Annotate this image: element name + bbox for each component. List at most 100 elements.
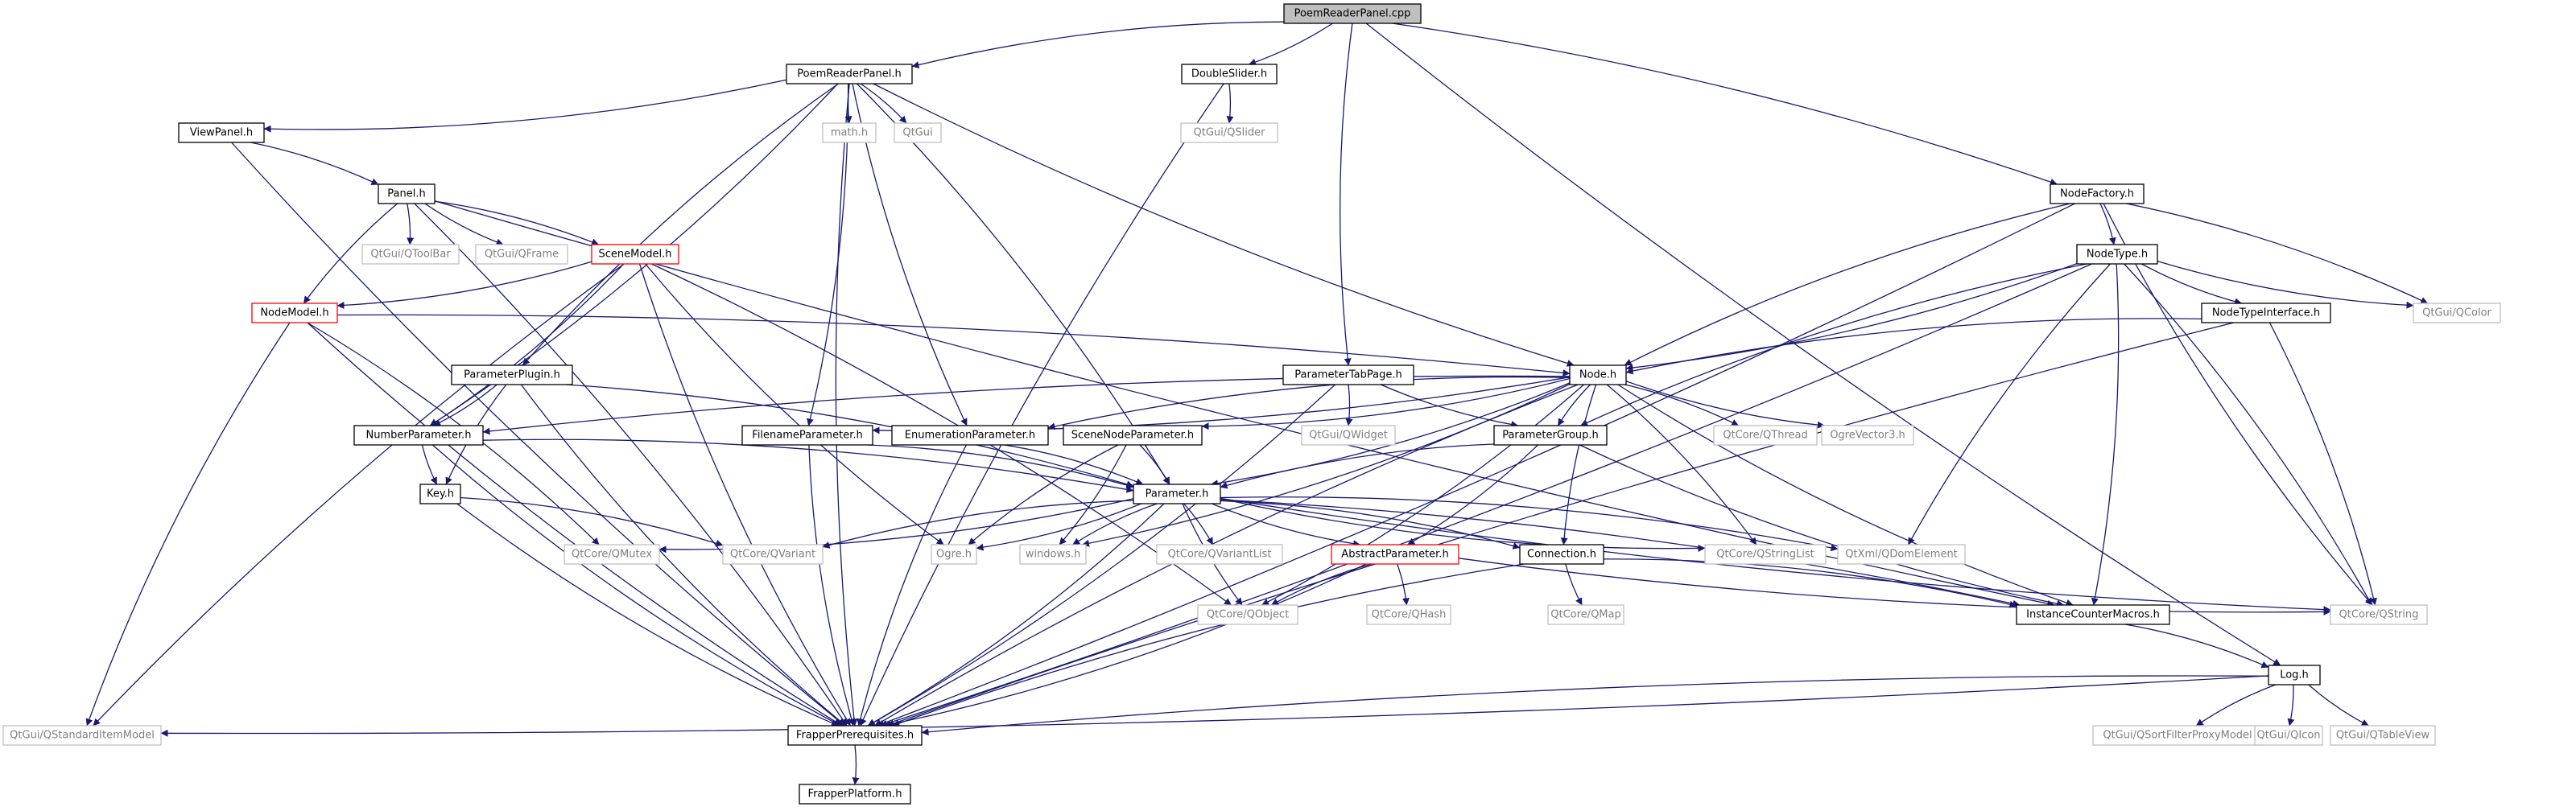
edge-ParameterPlugin_h-to-FrapperPrerequisites_h	[520, 384, 847, 727]
node-label: FrapperPrerequisites.h	[796, 730, 914, 742]
node-OgreVector3_h[interactable]: OgreVector3.h	[1821, 425, 1914, 446]
node-box	[475, 244, 568, 265]
node-QString[interactable]: QtCore/QString	[2330, 604, 2428, 625]
node-label: NodeFactory.h	[2060, 188, 2134, 200]
node-FilenameParameter_h[interactable]: FilenameParameter.h	[741, 425, 873, 446]
node-QMutex[interactable]: QtCore/QMutex	[564, 544, 660, 565]
node-FrapperPlatform_h[interactable]: FrapperPlatform.h	[799, 784, 911, 805]
edge-NodeType_h-to-QDomElement	[1908, 263, 2111, 545]
node-EnumerationParameter_h[interactable]: EnumerationParameter.h	[891, 425, 1049, 446]
node-box	[1366, 604, 1451, 625]
node-PoemReaderPanel_cpp[interactable]: PoemReaderPanel.cpp	[1283, 3, 1422, 24]
node-box	[1704, 544, 1827, 565]
node-label: NodeTypeInterface.h	[2212, 307, 2320, 319]
node-QVariant[interactable]: QtCore/QVariant	[722, 544, 824, 565]
node-QSortFilterProxyModel[interactable]: QtGui/QSortFilterProxyModel	[2092, 725, 2263, 746]
edge-AbstractParameter_h-to-QHash	[1397, 563, 1410, 606]
node-QtGui[interactable]: QtGui	[894, 122, 942, 143]
edge-Log_h-to-QTableView	[2308, 684, 2369, 727]
node-Log_h[interactable]: Log.h	[2268, 665, 2321, 685]
node-label: QtGui/QSortFilterProxyModel	[2103, 730, 2252, 742]
edge-SceneModel_h-to-Ogre_h	[645, 263, 944, 545]
edge-SceneModel_h-to-QObject	[651, 263, 1232, 606]
node-PoemReaderPanel_h[interactable]: PoemReaderPanel.h	[786, 64, 913, 84]
node-box	[1197, 604, 1298, 625]
node-InstanceCounterMacros_h[interactable]: InstanceCounterMacros.h	[2016, 604, 2170, 625]
node-QFrame[interactable]: QtGui/QFrame	[475, 244, 568, 265]
edge-Key_h-to-FrapperPrerequisites_h	[456, 503, 839, 727]
node-NodeType_h[interactable]: NodeType.h	[2076, 244, 2158, 265]
node-box	[2050, 183, 2145, 204]
edge-Node_h-to-QStringList	[1606, 384, 1757, 545]
node-box	[722, 544, 824, 565]
edge-PoemReaderPanel_cpp-to-PoemReaderPanel_h	[911, 21, 1285, 68]
node-QThread[interactable]: QtCore/QThread	[1713, 425, 1818, 446]
node-DoubleSlider_h[interactable]: DoubleSlider.h	[1181, 64, 1278, 84]
node-Key_h[interactable]: Key.h	[419, 484, 461, 504]
node-QWidget[interactable]: QtGui/QWidget	[1301, 425, 1396, 446]
node-QMap[interactable]: QtCore/QMap	[1547, 604, 1624, 625]
node-Ogre_h[interactable]: Ogre.h	[931, 544, 977, 565]
edge-NodeModel_h-to-Node_h	[336, 314, 1571, 377]
edge-NodeTypeInterface_h-to-QString	[2268, 322, 2377, 606]
node-QStringList[interactable]: QtCore/QStringList	[1704, 544, 1827, 565]
node-label: QtCore/QObject	[1207, 609, 1289, 621]
edge-Node_h-to-ParameterGroup_h	[1557, 384, 1591, 426]
edge-Node_h-to-InstanceCounterMacros_h	[1617, 384, 2074, 607]
node-SceneNodeParameter_h[interactable]: SceneNodeParameter.h	[1063, 425, 1203, 446]
edge-NodeModel_h-to-QStandardItemModel	[85, 322, 291, 727]
node-Connection_h[interactable]: Connection.h	[1519, 544, 1604, 565]
edge-Node_h-to-QThread	[1624, 384, 1740, 426]
node-box	[1019, 544, 1087, 565]
edge-NodeModel_h-to-QMutex	[307, 322, 600, 545]
node-QStandardItemModel[interactable]: QtGui/QStandardItemModel	[2, 725, 162, 746]
node-label: QtGui/QIcon	[2256, 730, 2320, 742]
node-label: OgreVector3.h	[1830, 430, 1905, 442]
node-FrapperPrerequisites_h[interactable]: FrapperPrerequisites.h	[787, 725, 923, 746]
edge-NodeType_h-to-ParameterGroup_h	[1580, 263, 2087, 426]
node-SceneModel_h[interactable]: SceneModel.h	[591, 244, 679, 265]
edge-Panel_h-to-QToolBar	[407, 203, 415, 245]
node-NodeTypeInterface_h[interactable]: NodeTypeInterface.h	[2201, 303, 2331, 323]
node-AbstractParameter_h[interactable]: AbstractParameter.h	[1331, 544, 1459, 565]
node-QVariantList[interactable]: QtCore/QVariantList	[1156, 544, 1283, 565]
edge-ParameterTabPage_h-to-QWidget	[1345, 384, 1353, 426]
node-Panel_h[interactable]: Panel.h	[378, 183, 436, 204]
node-math_h[interactable]: math.h	[822, 122, 877, 143]
edge-NumberParameter_h-to-FrapperPrerequisites_h	[431, 444, 841, 727]
node-QIcon[interactable]: QtGui/QIcon	[2254, 725, 2323, 746]
node-QObject[interactable]: QtCore/QObject	[1197, 604, 1298, 625]
node-QColor[interactable]: QtGui/QColor	[2413, 303, 2501, 323]
node-QHash[interactable]: QtCore/QHash	[1366, 604, 1451, 625]
node-QSlider[interactable]: QtGui/QSlider	[1180, 122, 1278, 143]
node-ParameterGroup_h[interactable]: ParameterGroup.h	[1493, 425, 1608, 446]
node-Parameter_h[interactable]: Parameter.h	[1133, 484, 1221, 504]
node-box	[378, 183, 436, 204]
node-box	[2, 725, 162, 746]
edge-ParameterTabPage_h-to-FrapperPrerequisites_h	[868, 384, 1336, 727]
node-QTableView[interactable]: QtGui/QTableView	[2330, 725, 2436, 746]
node-box	[1282, 364, 1414, 385]
node-label: QtCore/QString	[2339, 609, 2419, 621]
edge-Node_h-to-windows_h	[1081, 383, 1571, 547]
node-NodeFactory_h[interactable]: NodeFactory.h	[2050, 183, 2145, 204]
node-ParameterPlugin_h[interactable]: ParameterPlugin.h	[451, 364, 573, 385]
node-ParameterTabPage_h[interactable]: ParameterTabPage.h	[1282, 364, 1414, 385]
node-QToolBar[interactable]: QtGui/QToolBar	[361, 244, 460, 265]
edge-ViewPanel_h-to-FrapperPrerequisites_h	[231, 142, 845, 727]
edge-Parameter_h-to-windows_h	[1072, 503, 1158, 545]
node-box	[451, 364, 573, 385]
node-NodeModel_h[interactable]: NodeModel.h	[251, 303, 338, 323]
node-box	[1837, 544, 1966, 565]
node-label: DoubleSlider.h	[1191, 68, 1267, 80]
node-box	[591, 244, 679, 265]
node-QDomElement[interactable]: QtXml/QDomElement	[1837, 544, 1966, 565]
node-NumberParameter_h[interactable]: NumberParameter.h	[353, 425, 484, 446]
node-box	[564, 544, 660, 565]
edge-PoemReaderPanel_h-to-ViewPanel_h	[263, 79, 787, 133]
node-label: QtCore/QMutex	[572, 549, 652, 561]
edge-Panel_h-to-NodeModel_h	[303, 203, 398, 304]
node-Node_h[interactable]: Node.h	[1569, 364, 1627, 385]
node-ViewPanel_h[interactable]: ViewPanel.h	[178, 122, 265, 143]
node-windows_h[interactable]: windows.h	[1019, 544, 1087, 565]
